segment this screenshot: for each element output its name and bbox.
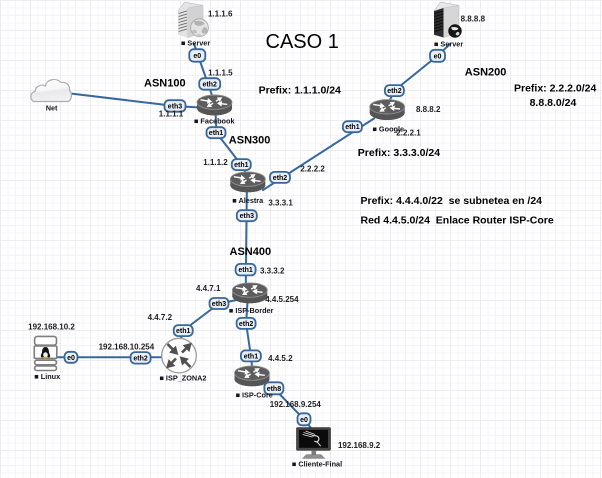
svg-text:ASN300: ASN300 bbox=[229, 134, 271, 146]
svg-text:eth1: eth1 bbox=[238, 267, 253, 274]
svg-text:3.3.3.1: 3.3.3.1 bbox=[268, 199, 293, 208]
svg-text:1.1.1.1: 1.1.1.1 bbox=[159, 110, 184, 119]
svg-text:■ Alestra: ■ Alestra bbox=[232, 196, 264, 205]
svg-text:eth1: eth1 bbox=[345, 124, 360, 131]
svg-text:eth2: eth2 bbox=[133, 355, 148, 362]
svg-text:2.2.2.1: 2.2.2.1 bbox=[396, 128, 421, 137]
svg-text:Prefix: 3.3.3.0/24: Prefix: 3.3.3.0/24 bbox=[358, 147, 440, 159]
svg-text:192.168.10.2: 192.168.10.2 bbox=[28, 322, 75, 331]
svg-text:1.1.1.6: 1.1.1.6 bbox=[208, 10, 233, 19]
svg-text:4.4.7.1: 4.4.7.1 bbox=[196, 284, 221, 293]
svg-text:4.4.5.2: 4.4.5.2 bbox=[268, 354, 293, 363]
svg-text:4.4.5.254: 4.4.5.254 bbox=[265, 295, 299, 304]
svg-text:ASN100: ASN100 bbox=[144, 78, 186, 90]
svg-text:Prefix: 4.4.4.0/22 se subnete: Prefix: 4.4.4.0/22 se subnetea en /24 bbox=[361, 195, 543, 207]
svg-text:8.8.8.0/24: 8.8.8.0/24 bbox=[530, 97, 577, 109]
svg-text:4.4.7.2: 4.4.7.2 bbox=[148, 313, 173, 322]
svg-text:3.3.3.2: 3.3.3.2 bbox=[260, 266, 285, 275]
svg-text:eth1: eth1 bbox=[176, 328, 191, 335]
svg-text:Net: Net bbox=[46, 103, 58, 112]
svg-text:CASO 1: CASO 1 bbox=[266, 31, 339, 53]
svg-text:e0: e0 bbox=[300, 417, 308, 424]
svg-text:2.2.2.2: 2.2.2.2 bbox=[300, 164, 325, 173]
svg-text:eth8: eth8 bbox=[267, 386, 282, 393]
svg-text:eth3: eth3 bbox=[240, 213, 255, 220]
svg-text:8.8.8.8: 8.8.8.8 bbox=[461, 14, 486, 23]
svg-text:■ Server: ■ Server bbox=[434, 39, 463, 48]
svg-text:e0: e0 bbox=[434, 53, 442, 60]
svg-text:■ Google: ■ Google bbox=[373, 124, 405, 133]
svg-text:eth3: eth3 bbox=[212, 301, 227, 308]
svg-text:eth2: eth2 bbox=[273, 175, 288, 182]
svg-text:■ Linux: ■ Linux bbox=[34, 372, 60, 381]
svg-text:8.8.8.2: 8.8.8.2 bbox=[416, 105, 441, 114]
svg-text:eth1: eth1 bbox=[244, 353, 259, 360]
svg-text:Prefix: 1.1.1.0/24: Prefix: 1.1.1.0/24 bbox=[259, 85, 341, 97]
svg-text:■ ISP_ZONA2: ■ ISP_ZONA2 bbox=[160, 374, 207, 383]
svg-text:■ Facebook: ■ Facebook bbox=[194, 116, 235, 125]
svg-text:eth2: eth2 bbox=[387, 88, 402, 95]
svg-text:e0: e0 bbox=[67, 355, 75, 362]
svg-text:■ ISP-Border: ■ ISP-Border bbox=[229, 306, 274, 315]
svg-text:eth2: eth2 bbox=[202, 82, 217, 89]
svg-text:eth2: eth2 bbox=[239, 321, 254, 328]
svg-text:ASN200: ASN200 bbox=[465, 67, 507, 79]
svg-text:■ ISP-Core: ■ ISP-Core bbox=[236, 390, 273, 399]
svg-text:eth1: eth1 bbox=[234, 162, 249, 169]
svg-text:■ Cliente-Final: ■ Cliente-Final bbox=[292, 459, 342, 468]
svg-text:1.1.1.2: 1.1.1.2 bbox=[203, 158, 228, 167]
svg-text:192.168.10.254: 192.168.10.254 bbox=[99, 343, 155, 352]
svg-text:eth1: eth1 bbox=[209, 130, 224, 137]
svg-text:Red 4.4.5.0/24 Enlace Router: Red 4.4.5.0/24 Enlace Router ISP-Core bbox=[361, 214, 554, 226]
svg-text:e0: e0 bbox=[193, 53, 201, 60]
svg-text:■ Server: ■ Server bbox=[181, 39, 210, 48]
svg-text:192.168.9.2: 192.168.9.2 bbox=[338, 441, 381, 450]
svg-text:1.1.1.5: 1.1.1.5 bbox=[208, 69, 233, 78]
svg-text:ASN400: ASN400 bbox=[230, 246, 272, 258]
svg-text:192.168.9.254: 192.168.9.254 bbox=[270, 400, 322, 409]
svg-text:eth3: eth3 bbox=[168, 104, 183, 111]
svg-text:Prefix: 2.2.2.0/24: Prefix: 2.2.2.0/24 bbox=[514, 82, 596, 94]
